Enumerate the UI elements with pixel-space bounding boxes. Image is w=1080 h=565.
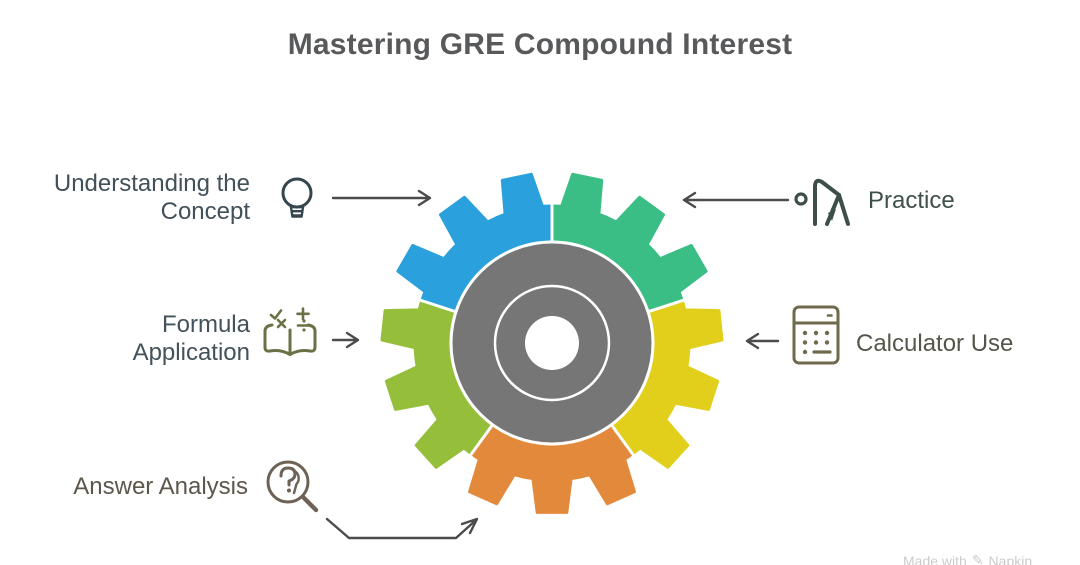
arrow-calculator-to-gear: [745, 332, 780, 350]
label-calculator-use: Calculator Use: [856, 330, 1014, 357]
label-practice: Practice: [868, 187, 955, 214]
page-title: Mastering GRE Compound Interest: [287, 28, 793, 61]
gear-segment-practice: [552, 172, 724, 343]
gear-center-hole: [525, 316, 579, 370]
watermark-text: Made with: [903, 552, 967, 565]
magnifier-question-icon: [266, 460, 319, 513]
watermark-brand: Napkin: [988, 552, 1033, 565]
label-formula-application: Formula Application: [132, 311, 250, 366]
gear: [380, 170, 724, 514]
watermark: Made with ✎ Napkin: [903, 552, 1032, 565]
napkin-pen-icon: ✎: [971, 552, 984, 565]
gear-inner-ring: [493, 284, 611, 402]
label-answer-analysis: Answer Analysis: [73, 473, 248, 500]
arrow-answer-to-gear: [325, 517, 479, 540]
arrow-practice-to-gear: [682, 191, 790, 209]
arrow-formula-to-gear: [331, 331, 360, 349]
math-book-icon: [263, 307, 317, 356]
exercise-figure-icon: [794, 178, 850, 226]
arrow-understanding-to-gear: [331, 189, 432, 207]
calculator-icon: [792, 305, 840, 365]
lightbulb-icon: [281, 177, 313, 218]
gear-segment-understanding: [380, 172, 552, 343]
label-understanding-the-concept: Understanding the Concept: [53, 170, 250, 225]
